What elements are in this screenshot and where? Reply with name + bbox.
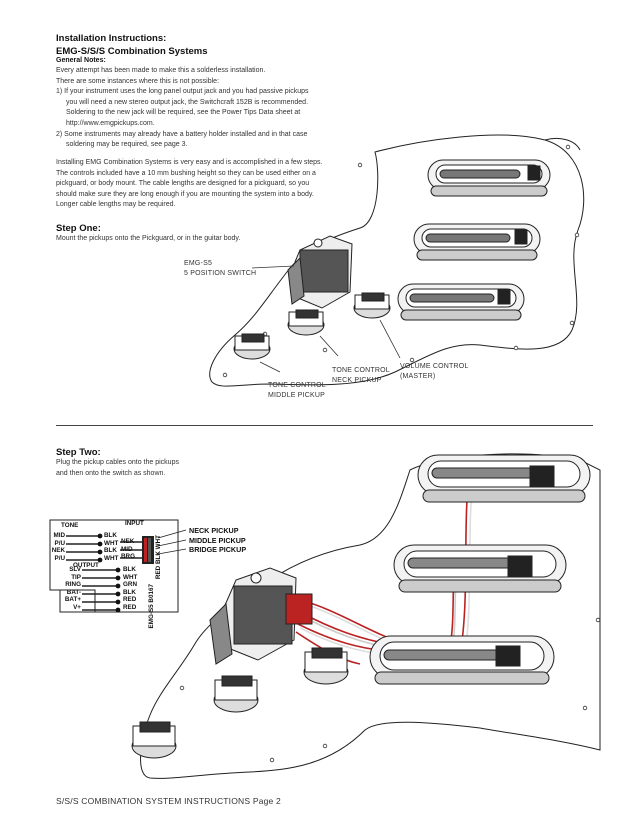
wiring-output-row: SLV bbox=[69, 566, 81, 573]
general-notes-label: General Notes: bbox=[56, 57, 106, 64]
callout-volume-line2: (MASTER) bbox=[400, 373, 436, 380]
callout-tone-neck-line2: NECK PICKUP bbox=[332, 377, 382, 384]
note-line: There are some instances where this is n… bbox=[56, 77, 220, 85]
middle-pickup-top bbox=[413, 223, 541, 261]
wiring-left-top-label: P/U bbox=[54, 554, 66, 562]
bridge-pickup-top bbox=[397, 283, 525, 321]
wiring-tone-label: TONE bbox=[61, 522, 79, 529]
wiring-output-color: GRN bbox=[123, 581, 137, 589]
install-line: The controls included have a 10 mm bushi… bbox=[56, 169, 316, 177]
pickup-label-bridge: BRIDGE PICKUP bbox=[189, 545, 247, 554]
pickup-label-neck: NECK PICKUP bbox=[189, 526, 239, 535]
note-link[interactable]: http://www.emgpickups.com. bbox=[66, 119, 155, 127]
wiring-color-label: BLK bbox=[104, 532, 117, 539]
note-line: 2) Some instruments may already have a b… bbox=[56, 130, 308, 138]
wiring-output-row: BAT- bbox=[66, 588, 81, 596]
wiring-input-label: INPUT bbox=[125, 520, 144, 527]
page-subtitle: EMG-S/S/S Combination Systems bbox=[56, 46, 208, 57]
install-line: pickguard, or body mount. The cable leng… bbox=[56, 180, 310, 188]
note-line: Soldering to the new jack will be requir… bbox=[66, 109, 301, 117]
step-two-text-line2: and then onto the switch as shown. bbox=[56, 469, 166, 477]
step-two-title: Step Two: bbox=[56, 447, 101, 458]
switch-top bbox=[287, 235, 353, 309]
wiring-output-colors: BLK WHT GRN BLK RED RED bbox=[123, 566, 137, 612]
page-footer: S/S/S COMBINATION SYSTEM INSTRUCTIONS Pa… bbox=[56, 796, 281, 806]
neck-pickup-bottom bbox=[417, 454, 591, 503]
pickup-label-middle: MIDDLE PICKUP bbox=[189, 535, 246, 545]
wiring-input-row: MID bbox=[121, 545, 133, 553]
wiring-output-color: BLK bbox=[123, 566, 136, 573]
callout-tone-middle-line2: MIDDLE PICKUP bbox=[268, 392, 326, 399]
wiring-output-label: OUTPUT bbox=[73, 562, 99, 569]
wiring-input-vertical: RED BLK WHT bbox=[155, 535, 162, 580]
switch-bottom bbox=[209, 567, 313, 665]
bridge-pickup-bottom bbox=[369, 635, 555, 685]
wiring-color-label: BLK bbox=[104, 547, 117, 555]
note-line: 1) If your instrument uses the long pane… bbox=[56, 88, 309, 96]
wiring-board-vertical: EMG-S5 B0167 bbox=[148, 584, 155, 628]
pot-tone-neck-top bbox=[287, 309, 325, 336]
install-line: Longer cable lengths may be required. bbox=[56, 201, 176, 209]
callout-tone-neck-line1: TONE CONTROL bbox=[332, 367, 390, 374]
pot-tone-middle-top bbox=[233, 333, 271, 360]
page-title: Installation Instructions: bbox=[56, 33, 167, 44]
step-two-text: Plug the pickup cables onto the pickups … bbox=[56, 458, 179, 479]
wiring-output-row: TIP bbox=[71, 573, 81, 581]
step-one-title: Step One: bbox=[56, 223, 101, 234]
note-line: Every attempt has been made to make this… bbox=[56, 67, 266, 74]
wiring-left-top-label: MID bbox=[53, 532, 65, 539]
wiring-output-row: V+ bbox=[73, 603, 81, 611]
wiring-input-vertical-label: RED bbox=[155, 565, 162, 580]
wiring-left-top: MID P/U NEK P/U bbox=[49, 532, 65, 562]
wiring-color-label: WHT bbox=[104, 539, 119, 547]
callout-volume-line1: VOLUME CONTROL bbox=[400, 363, 469, 370]
wiring-input-vertical-label: WHT bbox=[155, 535, 162, 550]
section-divider bbox=[56, 425, 593, 426]
wiring-input-rows: NEK MID BRG bbox=[121, 538, 135, 561]
callout-tone-middle: TONE CONTROL MIDDLE PICKUP bbox=[268, 381, 326, 401]
wiring-input-vertical-label: BLK bbox=[155, 551, 162, 565]
install-line: Installing EMG Combination Systems is ve… bbox=[56, 159, 323, 166]
callout-tone-neck: TONE CONTROL NECK PICKUP bbox=[332, 366, 390, 386]
wiring-output-color: RED bbox=[123, 603, 137, 611]
wiring-left-top-colors: BLK WHT BLK WHT bbox=[104, 532, 118, 562]
wiring-board-label: B0167 bbox=[148, 584, 155, 603]
wiring-color-label: WHT bbox=[104, 554, 119, 562]
wiring-left-top-label: NEK bbox=[51, 547, 65, 555]
note-line: you will need a new stereo output jack, … bbox=[66, 98, 309, 106]
pot-volume-top bbox=[353, 292, 391, 319]
note-line: soldering may be required, see page 3. bbox=[66, 141, 188, 149]
step-one-text: Mount the pickups onto the Pickguard, or… bbox=[56, 235, 241, 242]
wiring-output-color: RED bbox=[123, 596, 137, 604]
wiring-output-color: WHT bbox=[123, 573, 138, 581]
pot-volume-bottom bbox=[303, 647, 349, 685]
wiring-output-row: RING bbox=[65, 581, 81, 589]
callout-tone-middle-line1: TONE CONTROL bbox=[268, 382, 326, 389]
step-two-text-line1: Plug the pickup cables onto the pickups bbox=[56, 459, 179, 466]
install-line: should make sure they are long enough if… bbox=[56, 190, 314, 198]
callout-switch: EMG-S5 5 POSITION SWITCH bbox=[184, 259, 256, 279]
pickup-labels: NECK PICKUP MIDDLE PICKUP BRIDGE PICKUP bbox=[189, 526, 246, 555]
wiring-output-row: BAT+ bbox=[64, 596, 81, 604]
wiring-output-rows: SLV TIP RING BAT- BAT+ V+ bbox=[64, 566, 81, 612]
wiring-left-top-label: P/U bbox=[54, 539, 66, 547]
general-notes: Every attempt has been made to make this… bbox=[56, 66, 376, 151]
wiring-input-row: NEK bbox=[121, 538, 135, 545]
callout-volume: VOLUME CONTROL (MASTER) bbox=[400, 362, 469, 382]
neck-pickup-top bbox=[427, 159, 551, 197]
pot-tone-neck-bottom bbox=[213, 675, 259, 713]
callout-switch-line1: EMG-S5 bbox=[184, 260, 213, 267]
install-paragraph: Installing EMG Combination Systems is ve… bbox=[56, 158, 376, 211]
wiring-board-label: EMG-S5 bbox=[148, 604, 155, 629]
callout-switch-line2: 5 POSITION SWITCH bbox=[184, 270, 257, 277]
wiring-output-color: BLK bbox=[123, 588, 136, 596]
pot-tone-middle-bottom bbox=[131, 721, 177, 759]
wiring-input-row: BRG bbox=[121, 553, 135, 561]
middle-pickup-bottom bbox=[393, 544, 567, 593]
